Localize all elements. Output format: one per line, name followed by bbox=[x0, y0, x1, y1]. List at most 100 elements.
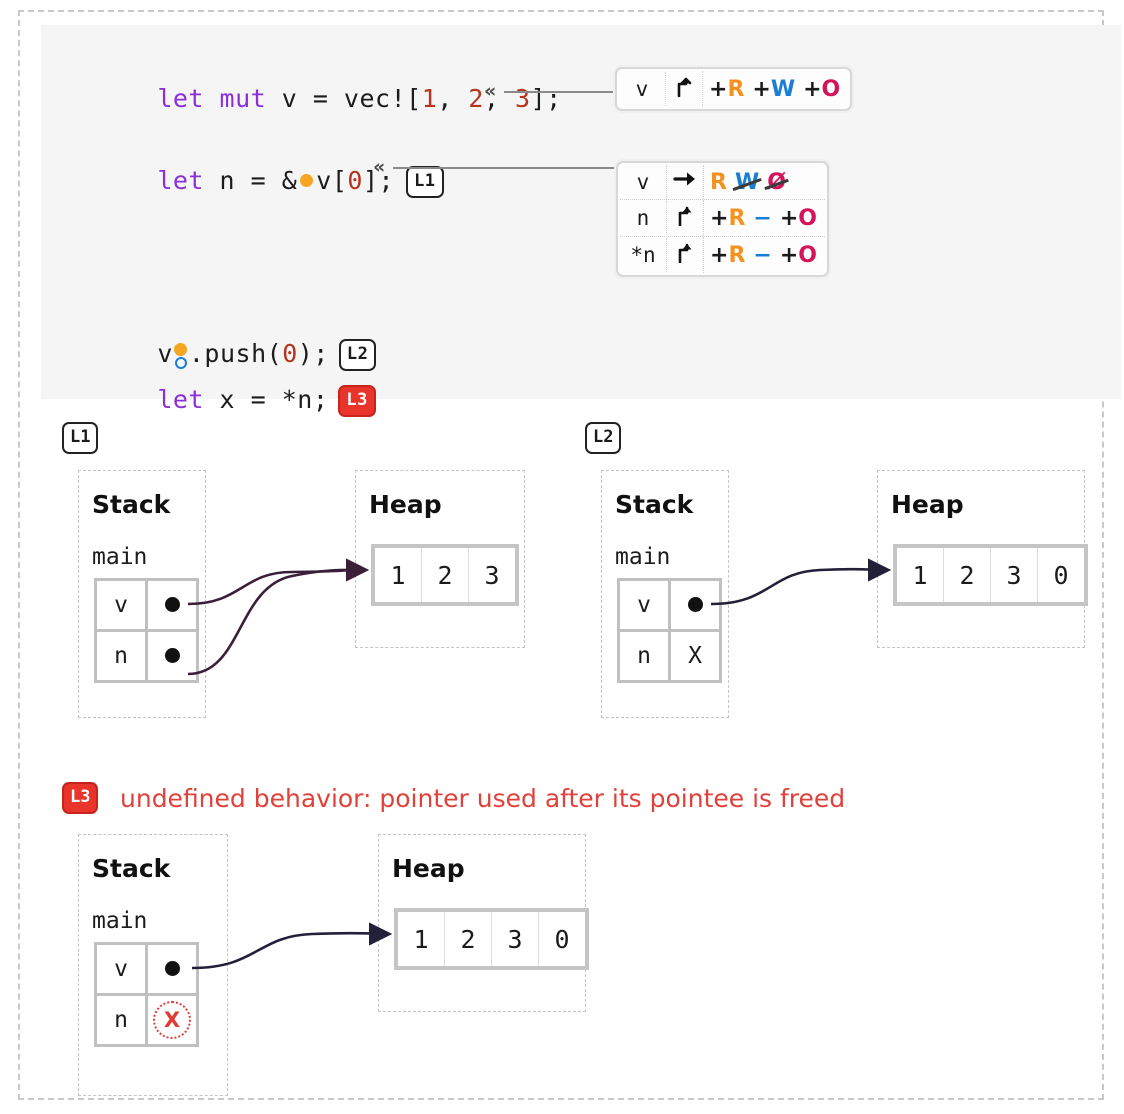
stack-table-l3: v n X bbox=[94, 942, 199, 1047]
heap-cell: 2 bbox=[944, 548, 991, 602]
stack-var-name: v bbox=[617, 578, 671, 632]
step-badge-l2[interactable]: L2 bbox=[338, 339, 377, 371]
pointer-dot-icon bbox=[164, 597, 180, 612]
connector-line-2 bbox=[393, 167, 615, 169]
permission-own-revoked: Ø bbox=[767, 169, 786, 195]
stack-pointer-cell bbox=[145, 578, 199, 632]
code-text: ]; bbox=[362, 166, 395, 195]
stack-table-l1: v n bbox=[94, 578, 199, 683]
diagram-frame: let mut v = vec![1, 2, 3]; let n = &v[0]… bbox=[18, 10, 1121, 1100]
stack-frame-name-l3: main bbox=[92, 908, 148, 934]
connector-line-1 bbox=[504, 91, 614, 93]
gain-arrow-icon bbox=[667, 237, 704, 273]
heap-cell: 3 bbox=[484, 560, 500, 590]
permission-letters: R W Ø bbox=[704, 167, 794, 198]
read-permission-dot-icon bbox=[300, 174, 314, 187]
stack-pointer-cell bbox=[668, 578, 722, 632]
heap-box-l3: 1 2 3 0 bbox=[394, 908, 589, 970]
code-text: v = vec![ bbox=[266, 84, 422, 113]
heap-cell: 3 bbox=[492, 912, 539, 966]
code-text: ]; bbox=[530, 84, 562, 113]
code-text: v bbox=[157, 339, 173, 368]
heap-cell: 0 bbox=[554, 924, 570, 954]
heap-cell: 2 bbox=[422, 548, 469, 602]
permission-row: *n +R − +O bbox=[620, 237, 825, 273]
permission-row: v +R +W +O bbox=[619, 71, 848, 107]
code-number: 2 bbox=[468, 84, 484, 113]
code-line-2: let n = &v[0];L1 bbox=[64, 137, 444, 227]
permission-own: +O bbox=[779, 242, 817, 268]
stack-frame-name-l2: main bbox=[615, 544, 671, 570]
stack-pointer-cell bbox=[145, 942, 199, 996]
code-text: x = *n; bbox=[203, 385, 329, 414]
diagram-l1: L1 Stack main v n Heap 1 2 3 bbox=[42, 412, 562, 732]
step-badge-l1[interactable]: L1 bbox=[406, 166, 444, 198]
heap-box-l2: 1 2 3 0 bbox=[893, 544, 1088, 606]
stack-title-l3: Stack bbox=[92, 854, 171, 883]
stack-var-name: n bbox=[94, 629, 148, 683]
permission-row: n +R − +O bbox=[620, 200, 825, 237]
stack-frame-name-l1: main bbox=[92, 544, 148, 570]
permission-read: +R bbox=[710, 205, 746, 231]
stack-pointer-cell bbox=[145, 629, 199, 683]
stack-row: n X bbox=[94, 993, 199, 1047]
permission-letters: +R − +O bbox=[704, 203, 825, 234]
permission-letters: +R − +O bbox=[704, 240, 825, 271]
invalid-pointer-x-icon: X bbox=[153, 1001, 191, 1039]
code-text: n = & bbox=[203, 166, 298, 195]
code-keyword: let mut bbox=[157, 84, 267, 113]
stack-table-l2: v n X bbox=[617, 578, 722, 683]
stack-row: v bbox=[617, 578, 722, 632]
heap-title-l1: Heap bbox=[369, 490, 442, 519]
stack-row: n bbox=[94, 629, 199, 683]
code-line-3: v.push(0);L2 bbox=[64, 310, 377, 400]
connector-chevron-icon: « bbox=[373, 156, 386, 178]
stack-var-name: n bbox=[617, 629, 671, 683]
permission-variable: v bbox=[620, 165, 667, 199]
stack-invalid-cell: X bbox=[145, 993, 199, 1047]
code-text: .push( bbox=[188, 339, 283, 368]
code-number: 1 bbox=[421, 84, 438, 113]
error-message: undefined behavior: pointer used after i… bbox=[120, 784, 846, 813]
pointer-dot-icon bbox=[687, 597, 703, 612]
heap-box-l1: 1 2 3 bbox=[371, 544, 519, 606]
code-keyword: let bbox=[157, 166, 204, 195]
permission-write-none: − bbox=[753, 242, 772, 268]
diagram-label-l1[interactable]: L1 bbox=[62, 422, 99, 454]
permission-write: +W bbox=[752, 76, 796, 102]
permission-variable: *n bbox=[620, 238, 667, 272]
diagram-l2: L2 Stack main v n X Heap 1 2 3 0 bbox=[565, 412, 1095, 732]
permission-variable: v bbox=[619, 72, 666, 106]
code-text: ); bbox=[297, 339, 329, 368]
diagram-l3: L3 undefined behavior: pointer used afte… bbox=[42, 772, 845, 1096]
heap-cell: 3 bbox=[991, 548, 1038, 602]
diagram-label-l2[interactable]: L2 bbox=[585, 422, 622, 454]
stack-row: n X bbox=[617, 629, 722, 683]
gain-arrow-icon bbox=[666, 71, 703, 107]
error-badge-l3[interactable]: L3 bbox=[62, 782, 99, 814]
permission-letters: +R +W +O bbox=[703, 74, 848, 105]
pointer-dot-icon bbox=[164, 648, 180, 663]
code-keyword: let bbox=[157, 385, 204, 414]
stack-row: v bbox=[94, 942, 199, 996]
stack-var-name: n bbox=[94, 993, 148, 1047]
heap-cell: 2 bbox=[445, 912, 492, 966]
code-block: let mut v = vec![1, 2, 3]; let n = &v[0]… bbox=[41, 25, 1121, 417]
code-text: v[ bbox=[316, 166, 348, 195]
stack-row: v bbox=[94, 578, 199, 632]
permission-variable: n bbox=[620, 201, 667, 235]
permission-read: +R bbox=[710, 242, 746, 268]
heap-title-l3: Heap bbox=[392, 854, 465, 883]
stack-title-l1: Stack bbox=[92, 490, 171, 519]
pointer-dot-icon bbox=[164, 961, 180, 976]
permission-read: R bbox=[710, 169, 727, 195]
stack-title-l2: Stack bbox=[615, 490, 694, 519]
stack-var-name: v bbox=[94, 578, 148, 632]
permission-dot-stack-icon bbox=[174, 343, 188, 369]
step-badge-l3[interactable]: L3 bbox=[338, 385, 376, 417]
permission-own: +O bbox=[779, 205, 817, 231]
permission-write-revoked: W bbox=[734, 169, 760, 195]
permission-row: v R W Ø bbox=[620, 165, 825, 200]
code-number: 3 bbox=[515, 84, 531, 113]
right-arrow-icon bbox=[667, 165, 704, 199]
